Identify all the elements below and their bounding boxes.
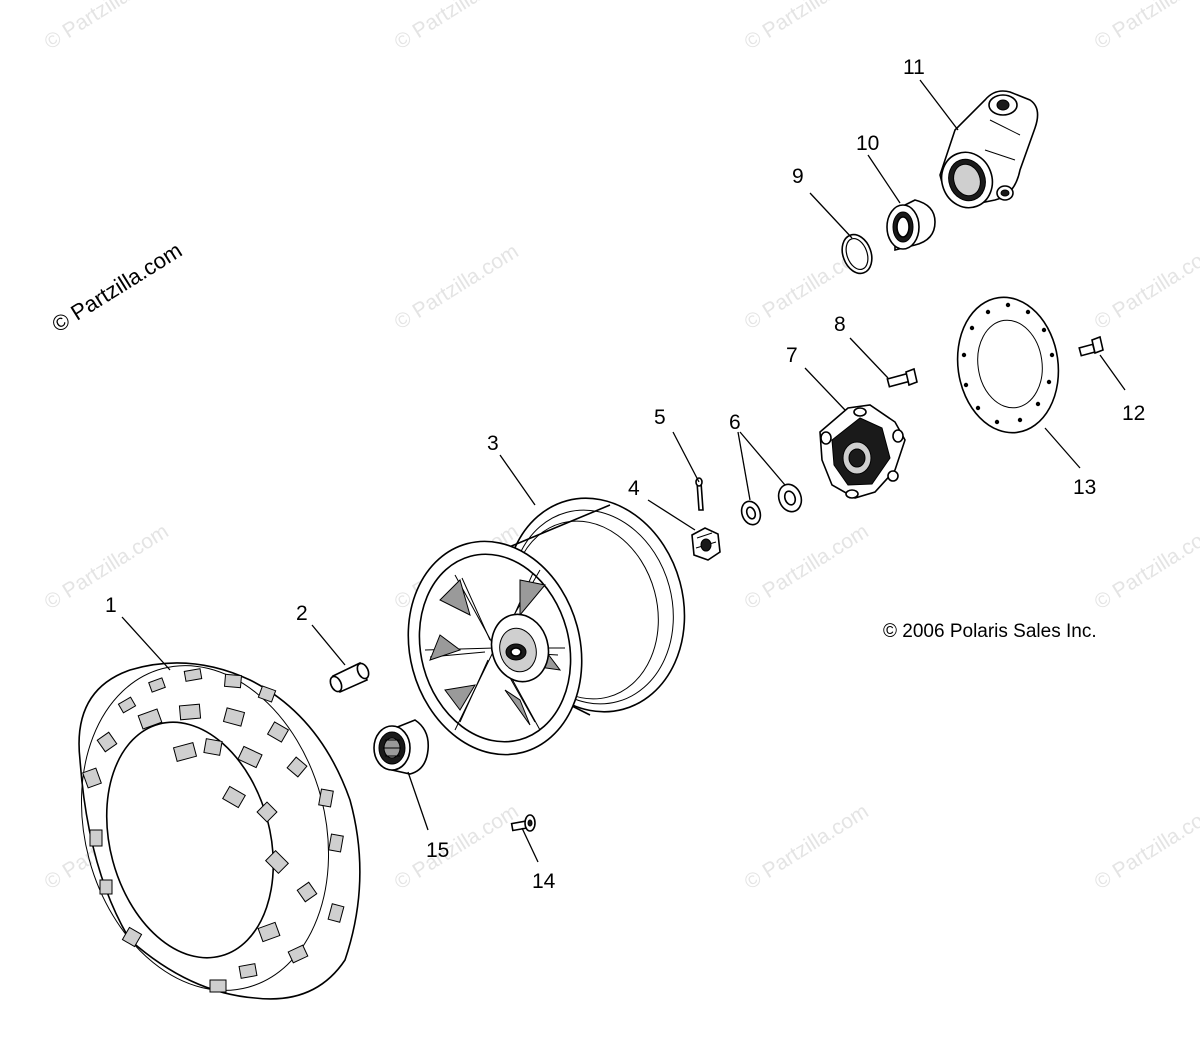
callout-15: 15 bbox=[426, 839, 449, 862]
watermark: © Partzilla.com bbox=[40, 0, 172, 54]
watermark: © Partzilla.com bbox=[740, 520, 872, 614]
watermark: © Partzilla.com bbox=[390, 0, 522, 54]
stud-bolt bbox=[886, 367, 918, 388]
callout-13: 13 bbox=[1073, 476, 1096, 499]
wheel-rim bbox=[407, 497, 686, 756]
watermark: © Partzilla.com bbox=[390, 240, 522, 334]
watermark: © Partzilla.com bbox=[1090, 240, 1200, 334]
retaining-ring bbox=[841, 233, 873, 275]
callout-4: 4 bbox=[628, 477, 640, 500]
callout-5: 5 bbox=[654, 406, 666, 429]
watermark: © Partzilla.com bbox=[740, 0, 872, 54]
cotter-pin bbox=[695, 477, 704, 511]
callout-3: 3 bbox=[487, 432, 499, 455]
washers bbox=[740, 483, 803, 526]
callout-7: 7 bbox=[786, 344, 798, 367]
copyright-notice: © 2006 Polaris Sales Inc. bbox=[883, 621, 1097, 642]
callouts: 1 2 3 4 5 6 7 8 9 10 11 12 13 14 15 bbox=[105, 56, 1145, 893]
callout-11: 11 bbox=[903, 56, 925, 79]
callout-10: 10 bbox=[856, 132, 879, 155]
lug-screw bbox=[510, 814, 536, 832]
watermark: © Partzilla.com bbox=[390, 800, 522, 894]
callout-8: 8 bbox=[834, 313, 846, 336]
callout-14: 14 bbox=[532, 870, 556, 893]
callout-9: 9 bbox=[792, 165, 804, 188]
wheel-hub bbox=[819, 404, 906, 499]
callout-6: 6 bbox=[729, 411, 741, 434]
watermark: © Partzilla.com bbox=[740, 800, 872, 894]
leader-lines bbox=[121, 79, 1126, 863]
hub-cap bbox=[373, 719, 430, 775]
steering-knuckle bbox=[939, 90, 1039, 209]
watermark: © Partzilla.com bbox=[1090, 800, 1200, 894]
valve-stem bbox=[329, 661, 370, 694]
callout-1: 1 bbox=[105, 594, 117, 617]
bearing bbox=[886, 199, 936, 252]
watermark: © Partzilla.com bbox=[1090, 0, 1200, 54]
brand-watermark: © Partzilla.com bbox=[47, 237, 186, 337]
tire bbox=[78, 662, 361, 1000]
brake-disc-bolt bbox=[1078, 335, 1104, 357]
brake-disc bbox=[956, 296, 1060, 434]
callout-12: 12 bbox=[1122, 402, 1145, 425]
callout-2: 2 bbox=[296, 602, 308, 625]
watermark: © Partzilla.com bbox=[1090, 520, 1200, 614]
castle-nut bbox=[691, 527, 721, 561]
